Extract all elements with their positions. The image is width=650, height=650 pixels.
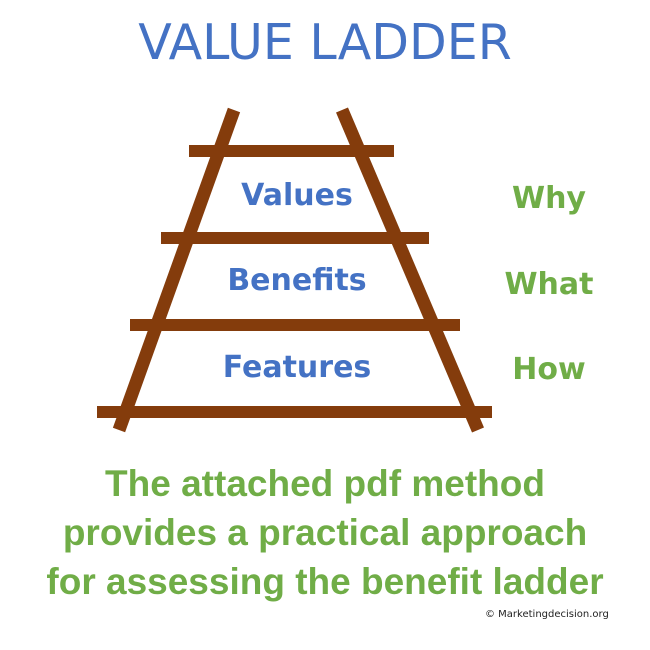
ladder-rails bbox=[112, 107, 484, 433]
step-label-features: Features bbox=[222, 350, 372, 385]
side-label-why: Why bbox=[511, 181, 586, 216]
ladder-rung-3 bbox=[130, 319, 460, 331]
caption-line-1: The attached pdf method bbox=[105, 463, 545, 504]
ladder-right-rail bbox=[336, 107, 484, 433]
caption-line-2: provides a practical approach bbox=[62, 512, 588, 553]
caption-line-3: for assessing the benefit ladder bbox=[46, 561, 604, 602]
ladder-rung-4 bbox=[97, 406, 492, 418]
step-label-values: Values bbox=[241, 178, 353, 213]
side-label-what: What bbox=[504, 267, 594, 302]
side-label-how: How bbox=[512, 352, 586, 387]
ladder-left-rail bbox=[112, 107, 241, 433]
ladder-rungs bbox=[97, 145, 492, 418]
step-label-benefits: Benefits bbox=[227, 263, 367, 298]
ladder-rung-2 bbox=[161, 232, 429, 244]
ladder-rung-1 bbox=[189, 145, 394, 157]
page-title: VALUE LADDER bbox=[138, 14, 512, 71]
copyright-notice: © Marketingdecision.org bbox=[485, 609, 609, 620]
